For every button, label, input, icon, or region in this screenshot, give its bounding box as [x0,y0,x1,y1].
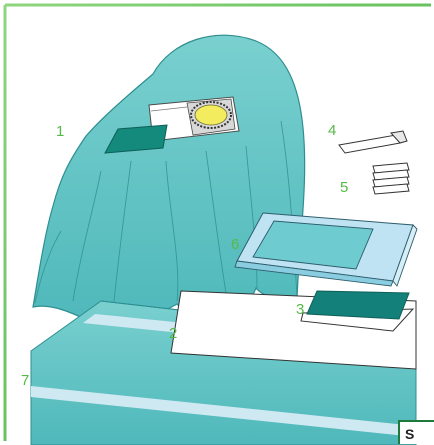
drape-teal-pad [104,124,168,154]
label-2: 2 [169,325,178,342]
corner-badge: S [398,420,434,444]
label-3: 3 [296,301,305,318]
label-4: 4 [328,122,337,139]
towel-stack [372,162,410,195]
corner-badge-text: S [405,426,415,442]
table-drape [234,212,418,287]
drape-folds [34,120,298,312]
label-5: 5 [340,179,349,196]
body-drape [32,34,306,327]
frame-border [3,3,431,441]
label-6: 6 [231,236,240,253]
label-7: 7 [21,372,30,389]
teal-pad-item [300,290,415,332]
label-1: 1 [56,123,65,140]
fenestration-panel [148,96,240,142]
tape-item [338,130,408,154]
